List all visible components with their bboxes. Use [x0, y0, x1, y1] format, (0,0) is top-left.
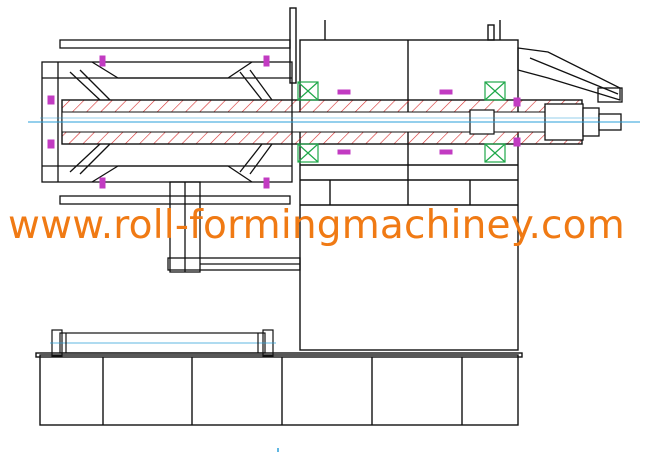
bearings: [297, 81, 506, 163]
fasteners: [47, 55, 521, 189]
support-roller: [50, 329, 276, 357]
base-frame: [35, 352, 523, 426]
stand-arm: [167, 181, 301, 273]
main-housing: [289, 7, 519, 351]
hydraulic-cylinder: [517, 47, 623, 103]
